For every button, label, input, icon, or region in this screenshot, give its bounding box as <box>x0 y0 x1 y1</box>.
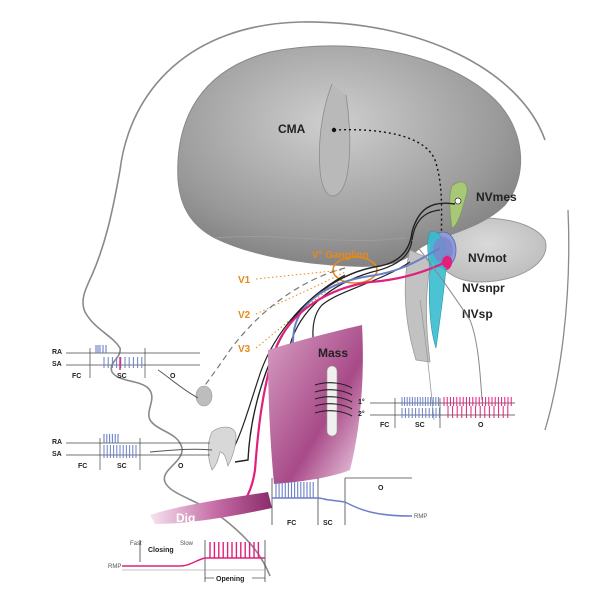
label-nvsnpr: NVsnpr <box>462 281 505 295</box>
muscle-spindle <box>326 365 338 437</box>
fiber-gray-to-1deg <box>411 239 483 401</box>
label-v1: V1 <box>238 275 251 286</box>
trace-dig-opening: Opening <box>216 576 244 583</box>
trace-right-1deg: 1° <box>358 398 365 406</box>
trace-mid-o: O <box>178 463 184 470</box>
label-nvsp: NVsp <box>462 307 493 321</box>
trace-dig-rmp: RMP <box>108 564 121 570</box>
label-mass: Mass <box>318 346 348 360</box>
nvsnpr-overlay <box>442 256 452 268</box>
head-outline <box>82 21 546 577</box>
trigeminal-ganglion-ring <box>332 256 378 284</box>
tooth-icon <box>207 426 237 471</box>
masseter-vm-trace <box>272 497 413 517</box>
trace-dig-fast: Fast <box>130 541 142 547</box>
masseter-muscle <box>268 325 363 484</box>
label-v3: V3 <box>238 344 251 355</box>
cma-pathway <box>333 128 443 249</box>
nvmes-cell <box>454 197 462 205</box>
brain-fissure <box>214 235 406 242</box>
trace-mid-fc: FC <box>78 463 87 470</box>
trace-right-sc: SC <box>415 422 425 429</box>
trace-mid-ra: RA <box>52 439 62 446</box>
label-ganglion: V° Ganglion <box>312 250 369 261</box>
digastric-vm-trace <box>122 557 265 567</box>
neck-line <box>544 209 570 431</box>
trace-top-left: RA SA FC SC O <box>52 345 200 380</box>
v1-dotted <box>255 269 343 280</box>
label-nvmes: NVmes <box>476 190 517 204</box>
brainstem-line <box>419 299 435 421</box>
receptor-line-top <box>157 369 199 399</box>
trace-mass-fc: FC <box>287 520 296 527</box>
trace-top-ra: RA <box>52 349 62 356</box>
fiber-black-2 <box>289 209 441 346</box>
fiber-to-tooth <box>227 274 346 459</box>
spindle-coil <box>314 382 353 417</box>
trace-right-o: O <box>478 422 484 429</box>
trace-top-sa: SA <box>52 361 62 368</box>
trace-top-o: O <box>170 373 176 380</box>
lip-receptor <box>195 385 213 407</box>
trace-digastric: Fast Closing Slow RMP Opening <box>108 540 266 583</box>
brainstem <box>404 249 433 363</box>
v2-dotted <box>255 271 346 315</box>
digastric-muscle <box>150 492 272 524</box>
trace-right-fc: FC <box>380 422 389 429</box>
trace-top-fc: FC <box>72 373 81 380</box>
trace-masseter: O FC SC RMP <box>271 477 427 527</box>
fiber-black-mesencephalic <box>234 202 456 463</box>
label-v2: V2 <box>238 310 251 321</box>
trace-top-sc: SC <box>117 373 127 380</box>
trace-mass-sc: SC <box>323 520 333 527</box>
label-nvmot: NVmot <box>468 251 507 265</box>
receptor-line-mid <box>149 448 213 453</box>
brain-sulcus <box>319 83 351 197</box>
trace-mid-sa: SA <box>52 451 62 458</box>
trace-mid-sc: SC <box>117 463 127 470</box>
nvmes-nucleus <box>449 181 468 229</box>
label-dig: Dig <box>176 511 195 525</box>
trace-right: 1° 2° FC SC O <box>358 397 515 429</box>
trace-dig-closing: Closing <box>148 547 174 554</box>
trace-mid-left: RA SA FC SC O <box>52 434 210 470</box>
trace-dig-slow: Slow <box>180 541 194 547</box>
trace-right-2deg: 2° <box>358 410 365 418</box>
fiber-gray-dashed <box>197 267 346 396</box>
label-cma: CMA <box>278 122 306 136</box>
trace-mass-rmp: RMP <box>414 514 427 520</box>
trace-mass-o: O <box>378 485 384 492</box>
